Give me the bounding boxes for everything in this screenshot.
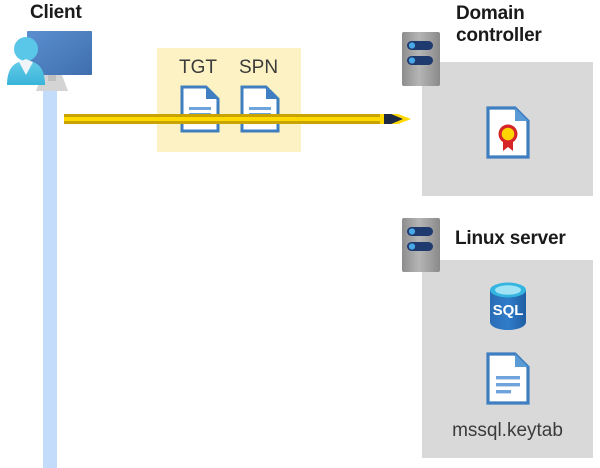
flow-arrow [64, 107, 411, 131]
tgt-document-icon [180, 85, 220, 133]
keytab-file-label: mssql.keytab [452, 420, 563, 441]
keytab-document-icon [486, 352, 530, 405]
svg-text:SQL: SQL [493, 302, 524, 319]
domain-controller-title: Domain controller [456, 3, 542, 46]
linux-server-rack-icon [402, 218, 440, 272]
spn-document-icon [240, 85, 280, 133]
spn-label: SPN [239, 57, 279, 78]
tgt-label: TGT [179, 57, 217, 78]
client-title: Client [30, 2, 82, 23]
client-lifeline [43, 62, 57, 468]
user-computer-icon [4, 27, 100, 99]
certificate-document-icon [486, 106, 530, 159]
domain-controller-server-rack-icon [402, 32, 440, 86]
linux-server-title: Linux server [455, 228, 566, 249]
sql-database-icon: SQL [484, 281, 532, 331]
